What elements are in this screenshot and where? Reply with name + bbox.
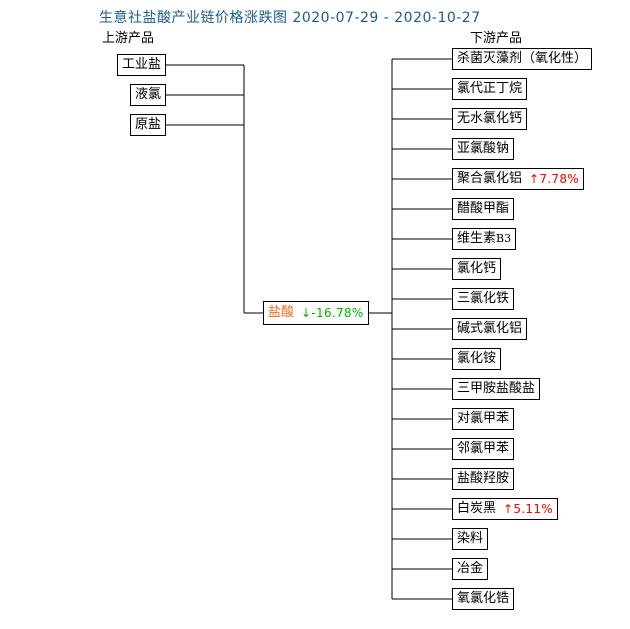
downstream-node-label: 维生素	[457, 231, 497, 246]
downstream-node-label: 杀菌灭藻剂（氧化性）	[457, 51, 588, 66]
hub-change-badge: ↓-16.78%	[301, 302, 364, 324]
downstream-node-label: 白炭黑	[457, 501, 497, 516]
upstream-node-label: 工业盐	[121, 57, 161, 72]
downstream-node-17[interactable]: 染料	[452, 528, 489, 550]
downstream-node-5[interactable]: 聚合氯化铝 ↑7.78%	[452, 168, 584, 190]
downstream-node-label: 三氯化铁	[457, 291, 510, 306]
page-title: 生意社盐酸产业链价格涨跌图 2020-07-29 - 2020-10-27	[99, 10, 481, 26]
downstream-change-value: 5.11%	[513, 502, 553, 516]
downstream-node-15[interactable]: 盐酸羟胺	[452, 468, 515, 490]
arrow-up-icon: ↑	[529, 172, 540, 186]
downstream-change-value: 7.78%	[539, 172, 579, 186]
downstream-node-label: 对氯甲苯	[457, 411, 510, 426]
upstream-node-label: 原盐	[134, 117, 161, 132]
hub-node-hydrochloric-acid[interactable]: 盐酸 ↓-16.78%	[263, 301, 369, 325]
downstream-node-label: 氧氯化锆	[457, 591, 510, 606]
downstream-node-8[interactable]: 氯化钙	[452, 258, 502, 280]
downstream-node-6[interactable]: 醋酸甲酯	[452, 198, 515, 220]
downstream-node-18[interactable]: 冶金	[452, 558, 489, 580]
downstream-node-label: 聚合氯化铝	[457, 171, 523, 186]
hub-change-value: -16.78%	[311, 306, 364, 320]
downstream-node-16[interactable]: 白炭黑 ↑5.11%	[452, 498, 558, 520]
arrow-down-icon: ↓	[301, 306, 312, 320]
downstream-node-label: 氯化铵	[457, 351, 497, 366]
arrow-up-icon: ↑	[503, 502, 514, 516]
downstream-column-header: 下游产品	[470, 31, 523, 46]
downstream-node-label: 邻氯甲苯	[457, 441, 510, 456]
downstream-node-3[interactable]: 无水氯化钙	[452, 108, 528, 130]
downstream-node-label: 盐酸羟胺	[457, 471, 510, 486]
downstream-node-10[interactable]: 碱式氯化铝	[452, 318, 528, 340]
downstream-node-2[interactable]: 氯代正丁烷	[452, 78, 528, 100]
upstream-node-1[interactable]: 工业盐	[116, 54, 166, 76]
downstream-node-label: 氯代正丁烷	[457, 81, 523, 96]
downstream-node-13[interactable]: 对氯甲苯	[452, 408, 515, 430]
downstream-change-badge: ↑7.78%	[529, 169, 579, 189]
downstream-node-label: 三甲胺盐酸盐	[457, 381, 536, 396]
downstream-change-badge: ↑5.11%	[503, 499, 553, 519]
downstream-node-label: 染料	[457, 531, 484, 546]
downstream-node-14[interactable]: 邻氯甲苯	[452, 438, 515, 460]
downstream-node-suffix: B3	[496, 232, 512, 245]
downstream-node-1[interactable]: 杀菌灭藻剂（氧化性）	[452, 48, 593, 70]
upstream-node-3[interactable]: 原盐	[129, 114, 166, 136]
upstream-column-header: 上游产品	[102, 31, 155, 46]
downstream-node-4[interactable]: 亚氯酸钠	[452, 138, 515, 160]
downstream-node-label: 无水氯化钙	[457, 111, 523, 126]
downstream-node-19[interactable]: 氧氯化锆	[452, 588, 515, 610]
downstream-node-label: 冶金	[457, 561, 484, 576]
hub-node-label: 盐酸	[268, 305, 295, 320]
downstream-node-11[interactable]: 氯化铵	[452, 348, 502, 370]
downstream-node-label: 醋酸甲酯	[457, 201, 510, 216]
upstream-node-2[interactable]: 液氯	[129, 84, 166, 106]
downstream-node-12[interactable]: 三甲胺盐酸盐	[452, 378, 541, 400]
downstream-node-label: 亚氯酸钠	[457, 141, 510, 156]
upstream-node-label: 液氯	[134, 87, 161, 102]
downstream-node-9[interactable]: 三氯化铁	[452, 288, 515, 310]
downstream-node-label: 碱式氯化铝	[457, 321, 523, 336]
downstream-node-label: 氯化钙	[457, 261, 497, 276]
